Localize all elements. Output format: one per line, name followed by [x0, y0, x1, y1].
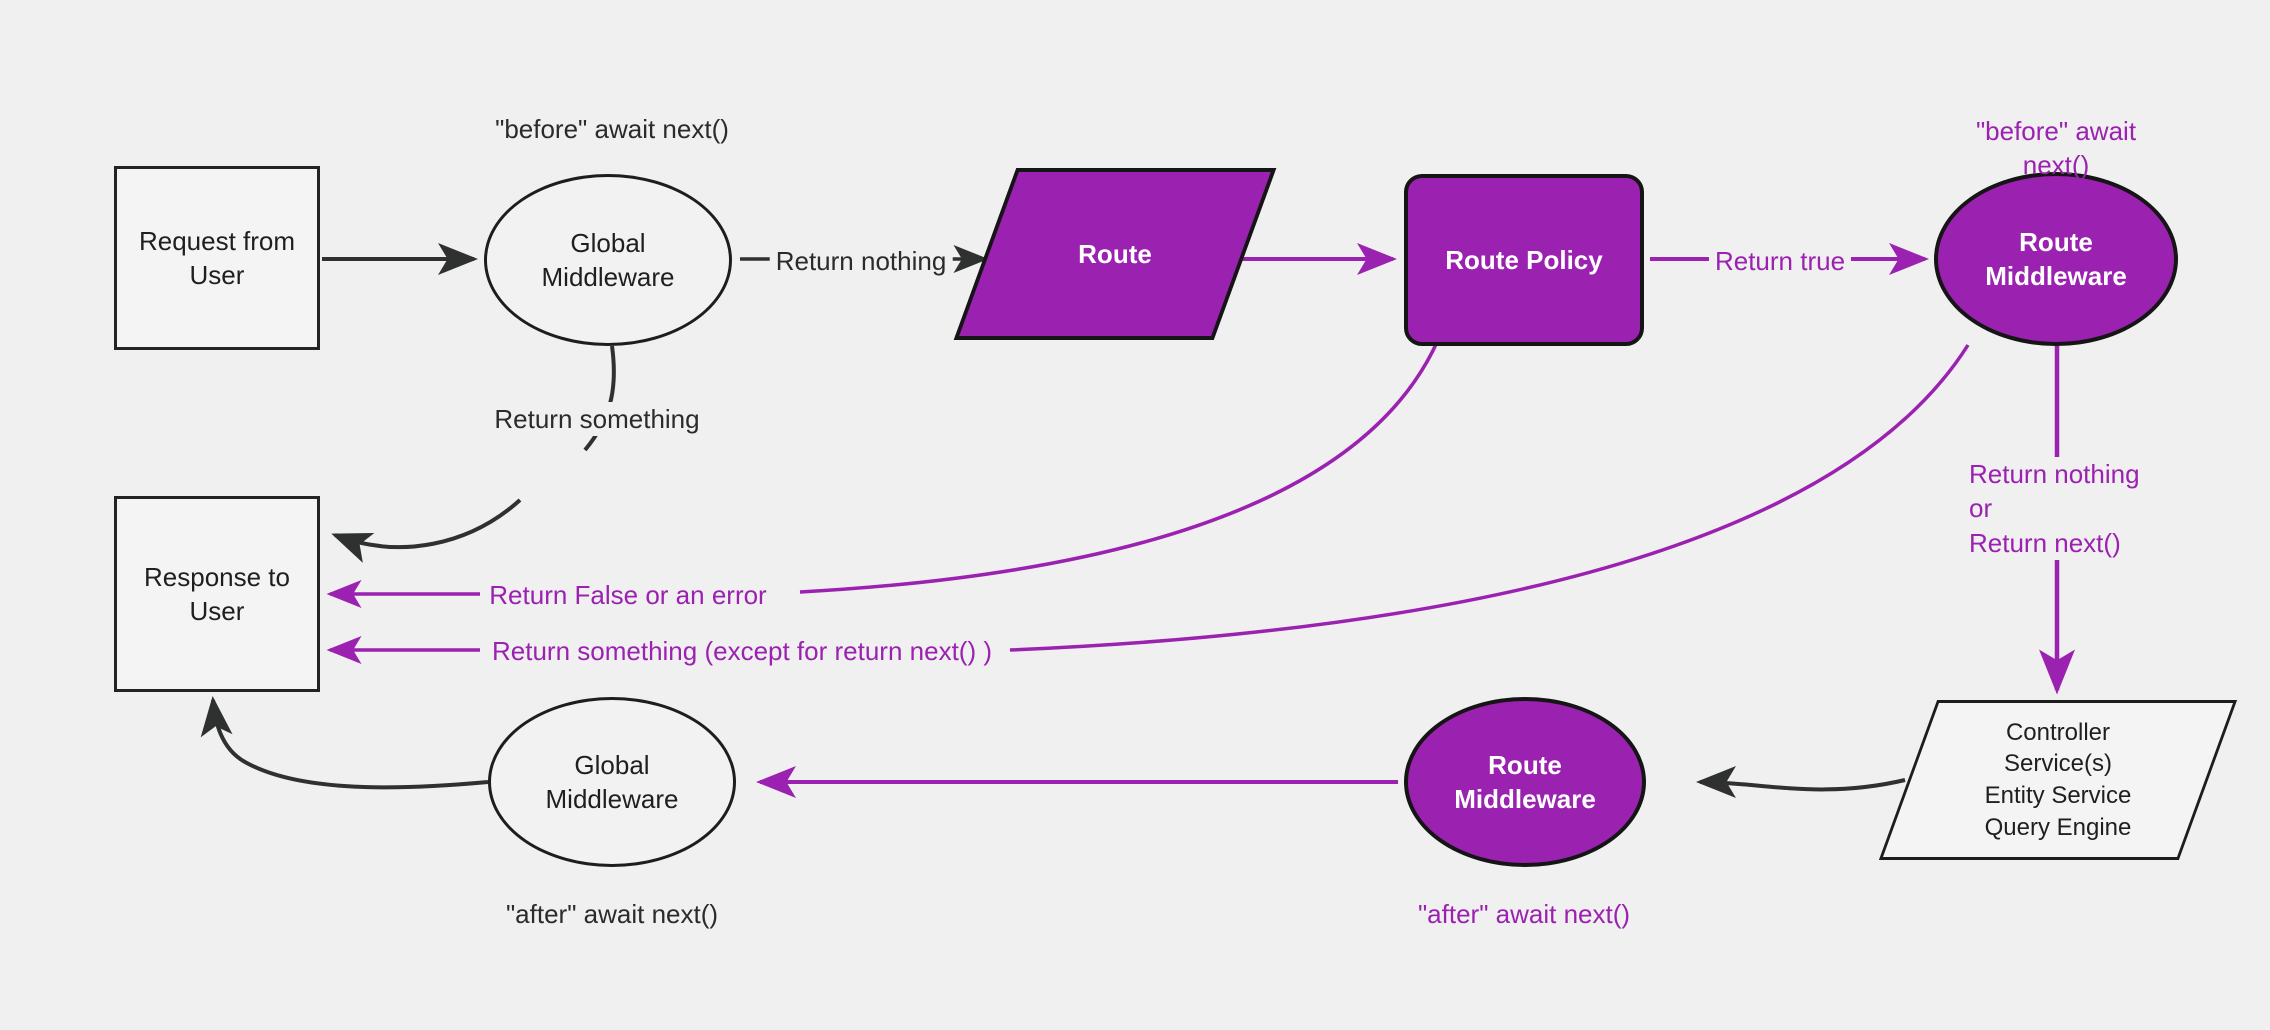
node-label: Response to User	[144, 561, 290, 626]
annotation-global-before-await: "before" await next()	[495, 114, 729, 144]
edge-label-return-nothing: Return nothing	[769, 244, 953, 279]
edge-global-middleware-after-to-response	[200, 696, 489, 790]
node-label: Request from User	[138, 225, 296, 290]
node-route-policy[interactable]: Route Policy	[1404, 174, 1644, 346]
node-label: Route Middleware	[1985, 226, 2127, 291]
edge-label-return-nothing-or-next: Return nothing or Return next()	[1963, 457, 2146, 560]
annotation-route-middleware-after-await: "after" await next()	[1417, 899, 1631, 929]
node-label: Global Middleware	[545, 749, 679, 814]
edge-label-return-true: Return true	[1708, 244, 1852, 279]
edge-route-policy-return-false	[799, 339, 1440, 594]
node-route-middleware-before[interactable]: Route Middleware	[1934, 172, 2178, 346]
node-label: Route Policy	[1445, 244, 1603, 275]
node-global-middleware-after[interactable]: Global Middleware	[488, 697, 736, 867]
node-request-from-user[interactable]: Request from User	[114, 166, 320, 350]
node-route[interactable]: Route	[953, 168, 1277, 340]
edge-global-middleware-return-something-tail	[331, 498, 522, 563]
node-label: Route Middleware	[1454, 749, 1596, 814]
annotation-route-middleware-before-await: "before" await next()	[1975, 116, 2137, 181]
edge-label-return-something: Return something	[488, 402, 706, 437]
edge-label-return-something-except-next: Return something (except for return next…	[486, 634, 998, 669]
annotation-global-after-await: "after" await next()	[505, 899, 719, 929]
node-label: Route	[1078, 238, 1152, 269]
node-label: Global Middleware	[541, 227, 675, 292]
edge-controller-to-route-middleware-after	[1696, 766, 1906, 799]
edge-label-return-false-or-error: Return False or an error	[483, 578, 773, 613]
node-global-middleware-before[interactable]: Global Middleware	[484, 174, 732, 346]
edge-route-middleware-return-something	[1009, 344, 1970, 652]
node-label: Controller Service(s) Entity Service Que…	[1984, 718, 2132, 841]
node-route-middleware-after[interactable]: Route Middleware	[1404, 697, 1646, 867]
node-controller-services[interactable]: Controller Service(s) Entity Service Que…	[1878, 700, 2238, 860]
node-response-to-user[interactable]: Response to User	[114, 496, 320, 692]
